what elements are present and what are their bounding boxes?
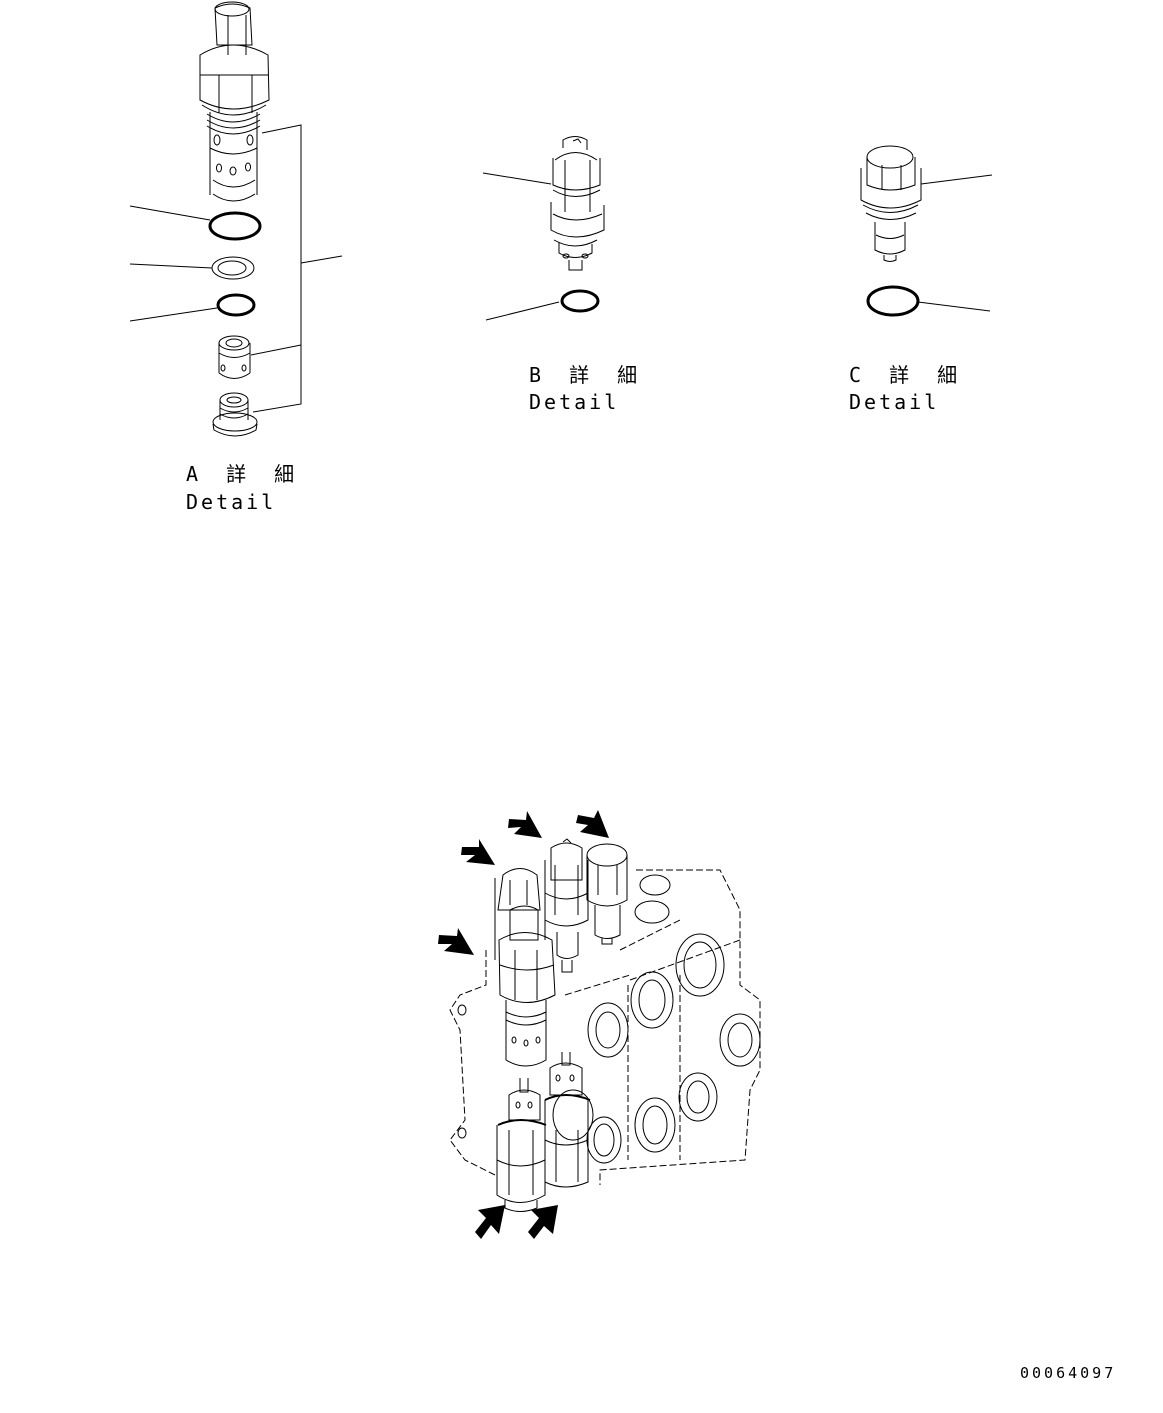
detail-c-exploded-view [861, 146, 992, 315]
detail-a-title-en: Detail [186, 490, 277, 514]
detail-a-title-jp: A 詳 細 [186, 462, 303, 486]
document-id: 00064097 [1020, 1364, 1117, 1382]
detail-c-title-jp: C 詳 細 [849, 363, 966, 387]
detail-b-title-en: Detail [529, 390, 620, 414]
detail-a-exploded-view [130, 2, 342, 436]
valve-assembly-view [450, 839, 760, 1212]
detail-b-exploded-view [483, 137, 604, 321]
arrow-icon [508, 811, 542, 838]
arrow-icon [576, 810, 609, 838]
arrow-icons [438, 810, 609, 1239]
arrow-icon [475, 1205, 505, 1239]
arrow-icon [438, 928, 474, 955]
detail-c-title-en: Detail [849, 390, 940, 414]
arrow-icon [461, 839, 495, 865]
arrow-icon [528, 1205, 558, 1239]
detail-b-title-jp: B 詳 細 [529, 363, 646, 387]
